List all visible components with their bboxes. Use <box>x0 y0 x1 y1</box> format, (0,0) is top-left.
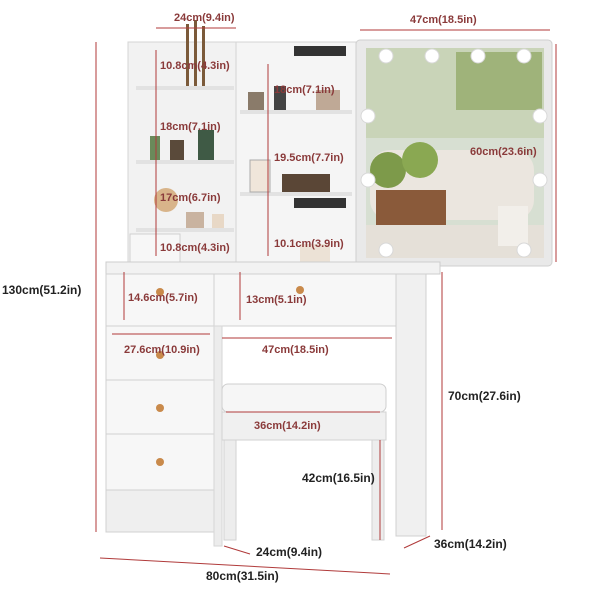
mirror-bulb <box>360 108 376 124</box>
center-drawer <box>213 273 397 327</box>
dimension-label: 47cm(18.5in) <box>410 14 477 26</box>
perfume-box <box>249 159 271 193</box>
dimension-label: 60cm(23.6in) <box>470 146 537 158</box>
stool-cushion <box>221 383 387 413</box>
decor-bottle <box>150 136 160 160</box>
mirror-bulb <box>378 242 394 258</box>
dimension-label: 80cm(31.5in) <box>206 569 279 583</box>
dimension-label: 130cm(51.2in) <box>2 283 82 297</box>
mirror-bulb <box>378 48 394 64</box>
decor-toy <box>154 188 178 212</box>
dimension-label: 10.1cm(3.9in) <box>274 238 344 250</box>
dimension-line <box>223 545 251 555</box>
dimension-label: 70cm(27.6in) <box>448 389 521 403</box>
desk-top <box>105 261 441 275</box>
mirror-bulb <box>516 48 532 64</box>
decor-box <box>186 212 204 228</box>
makeup-palette <box>282 174 330 192</box>
shelf-board <box>136 86 234 90</box>
desk-leg <box>213 325 223 547</box>
stool-leg <box>371 439 385 541</box>
shelf-board <box>240 110 352 114</box>
dimension-label: 17cm(6.7in) <box>160 192 221 204</box>
decor-bottle <box>274 86 286 110</box>
drawer-knob <box>296 286 304 294</box>
reed-stick <box>202 26 205 86</box>
dimension-label: 18cm(7.1in) <box>274 84 335 96</box>
mirror-bulb <box>424 48 440 64</box>
mirror-bulb <box>532 108 548 124</box>
decor-jar <box>212 214 224 228</box>
dimension-label: 24cm(9.4in) <box>256 545 323 559</box>
hinge-plate <box>294 46 346 56</box>
dimension-lines <box>95 27 557 575</box>
center-shelf-cabinet <box>235 41 357 265</box>
dimension-label: 13cm(5.1in) <box>246 294 307 306</box>
dimension-label: 27.6cm(10.9in) <box>124 344 200 356</box>
decor-bottle <box>198 130 214 160</box>
dimension-label: 24cm(9.4in) <box>174 12 235 24</box>
hinge-plate <box>294 198 346 208</box>
drawer-knob <box>156 351 164 359</box>
desk-leg <box>395 273 427 537</box>
drawer-knob <box>156 288 164 296</box>
dimension-line <box>99 557 391 575</box>
shelf-unit <box>127 20 357 265</box>
dimension-label: 10.8cm(4.3in) <box>160 242 230 254</box>
dimension-label: 36cm(14.2in) <box>434 537 507 551</box>
decor-jar <box>170 140 184 160</box>
mirror-side-table <box>498 206 528 246</box>
decor-box <box>300 244 330 262</box>
drawer-column <box>105 273 215 533</box>
dimension-label: 18cm(7.1in) <box>160 121 221 133</box>
dimension-label: 47cm(18.5in) <box>262 344 329 356</box>
mirror-blanket <box>376 190 446 230</box>
dimension-label: 19.5cm(7.7in) <box>274 152 344 164</box>
mirror-bulbs <box>360 48 548 258</box>
mirror-cushion <box>402 142 438 178</box>
dimension-line <box>403 535 431 549</box>
mirror <box>355 39 553 267</box>
small-drawer <box>129 233 181 263</box>
reed-stick <box>194 20 197 86</box>
dimension-label: 10.8cm(4.3in) <box>160 60 230 72</box>
stool <box>221 383 387 541</box>
mirror-bulb <box>532 172 548 188</box>
drawer-base <box>105 489 215 533</box>
shelf-board <box>136 228 234 232</box>
dimension-label: 14.6cm(5.7in) <box>128 292 198 304</box>
drawer-knob <box>156 404 164 412</box>
mirror-bulb <box>360 172 376 188</box>
dimension-label: 36cm(14.2in) <box>254 420 321 432</box>
decor-vase <box>248 92 264 110</box>
decor-jar <box>316 90 340 110</box>
shelf-board <box>240 192 352 196</box>
mirror-bulb <box>516 242 532 258</box>
reed-stick <box>186 24 189 86</box>
shelf-board <box>136 160 234 164</box>
stool-leg <box>223 439 237 541</box>
dimension-label: 42cm(16.5in) <box>302 471 375 485</box>
mirror-cushion <box>370 152 406 188</box>
drawer-knob <box>156 458 164 466</box>
mirror-bulb <box>470 48 486 64</box>
